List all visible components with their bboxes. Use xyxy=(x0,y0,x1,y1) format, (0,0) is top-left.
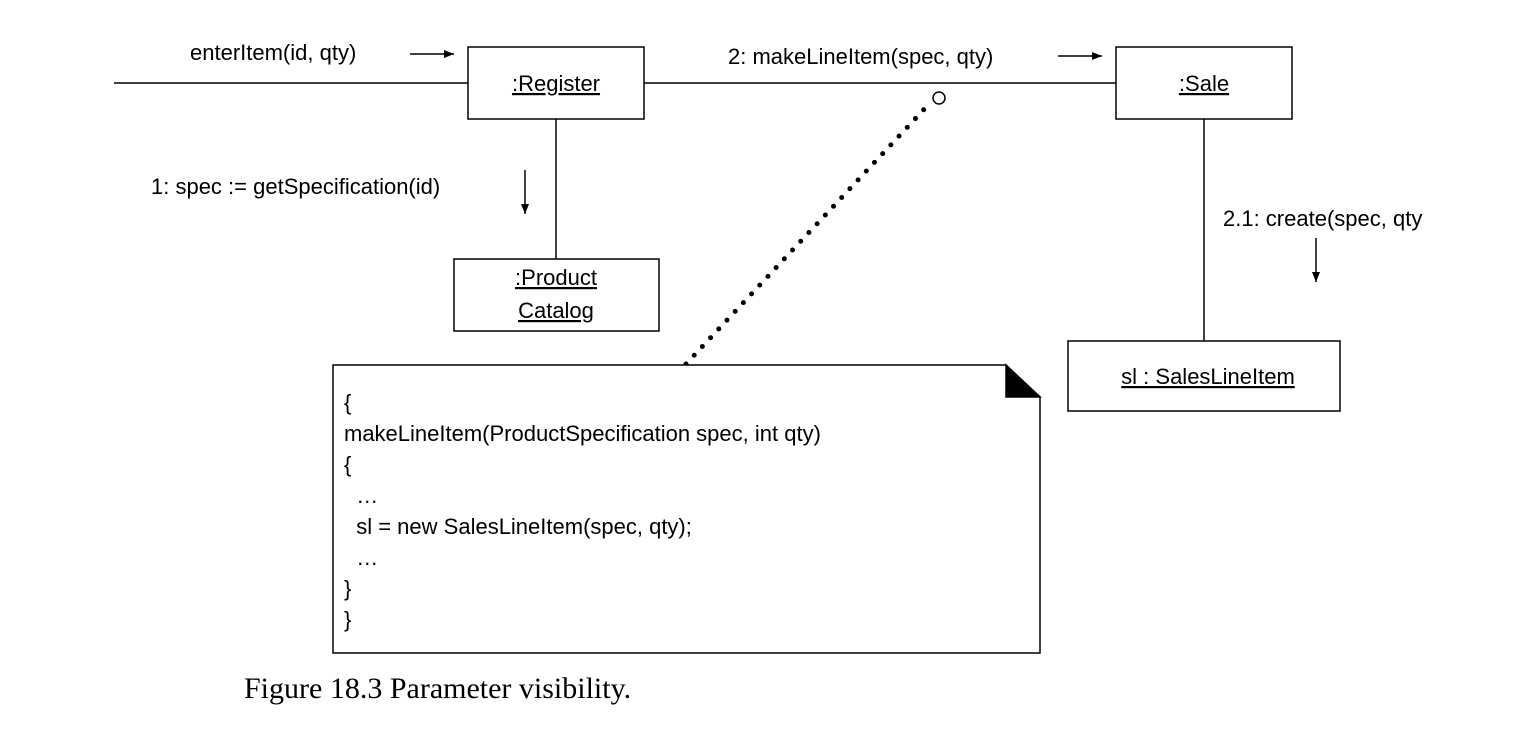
note-line: } xyxy=(344,576,351,601)
note-line: { xyxy=(344,452,351,477)
note-folded-corner xyxy=(1005,363,1042,398)
product-catalog-label-line1: :Product xyxy=(515,265,597,290)
sale-object-label: :Sale xyxy=(1179,71,1229,96)
note-code-block: { makeLineItem(ProductSpecification spec… xyxy=(0,0,851,632)
register-object-label: :Register xyxy=(512,71,600,96)
product-catalog-label-line2: Catalog xyxy=(518,298,594,323)
sale-object-box xyxy=(1115,46,1293,120)
note-line: makeLineItem(ProductSpecification spec, … xyxy=(344,421,821,446)
note-box xyxy=(332,364,1041,654)
enter-item-message: enterItem(id, qty) xyxy=(190,40,356,65)
note-anchor-dotted-line xyxy=(683,100,933,367)
product-catalog-object-box xyxy=(453,258,660,332)
note-line: { xyxy=(344,390,351,415)
make-line-item-message: 2: makeLineItem(spec, qty) xyxy=(728,44,993,69)
note-line: } xyxy=(344,607,351,632)
note-line: sl = new SalesLineItem(spec, qty); xyxy=(344,514,692,539)
sales-line-item-object-box xyxy=(1067,340,1341,412)
note-line: … xyxy=(344,483,378,508)
sales-line-item-label: sl : SalesLineItem xyxy=(1121,364,1295,389)
note-line: … xyxy=(344,545,378,570)
get-specification-message: 1: spec := getSpecification(id) xyxy=(151,174,440,199)
register-object-box xyxy=(467,46,645,120)
create-message: 2.1: create(spec, qty xyxy=(1223,206,1422,231)
note-anchor-circle xyxy=(932,91,946,105)
figure-caption: Figure 18.3 Parameter visibility. xyxy=(244,672,631,705)
